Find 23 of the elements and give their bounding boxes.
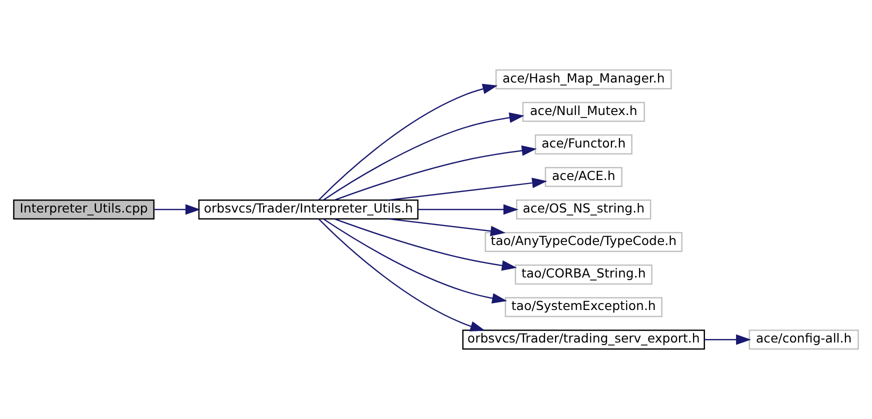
node-box: ace/Hash_Map_Manager.h bbox=[495, 69, 672, 90]
node-box: tao/AnyTypeCode/TypeCode.h bbox=[484, 232, 682, 252]
arrow bbox=[334, 145, 537, 201]
node-box: ace/Functor.h bbox=[534, 134, 632, 154]
arrow bbox=[323, 218, 508, 304]
arrow bbox=[154, 204, 200, 215]
node-box: tao/SystemException.h bbox=[504, 297, 662, 318]
node-box: ace/Null_Mutex.h bbox=[522, 102, 645, 122]
arrow bbox=[388, 218, 506, 236]
node-box: ace/ACE.h bbox=[544, 166, 622, 187]
arrow bbox=[318, 84, 498, 200]
arrow bbox=[323, 112, 524, 200]
arrow bbox=[318, 218, 486, 332]
node-box: ace/OS_NS_string.h bbox=[516, 200, 652, 220]
node-box: ace/config-all.h bbox=[748, 330, 859, 350]
node-box: Interpreter_Utils.cpp bbox=[13, 200, 154, 220]
arrow bbox=[704, 334, 752, 345]
arrow bbox=[418, 204, 518, 215]
node-box: orbsvcs/Trader/Interpreter_Utils.h bbox=[198, 200, 418, 220]
node-box: tao/CORBA_String.h bbox=[514, 264, 652, 285]
arrow bbox=[388, 178, 548, 201]
arrow bbox=[334, 218, 517, 271]
node-box: orbsvcs/Trader/trading_serv_export.h bbox=[462, 330, 705, 350]
